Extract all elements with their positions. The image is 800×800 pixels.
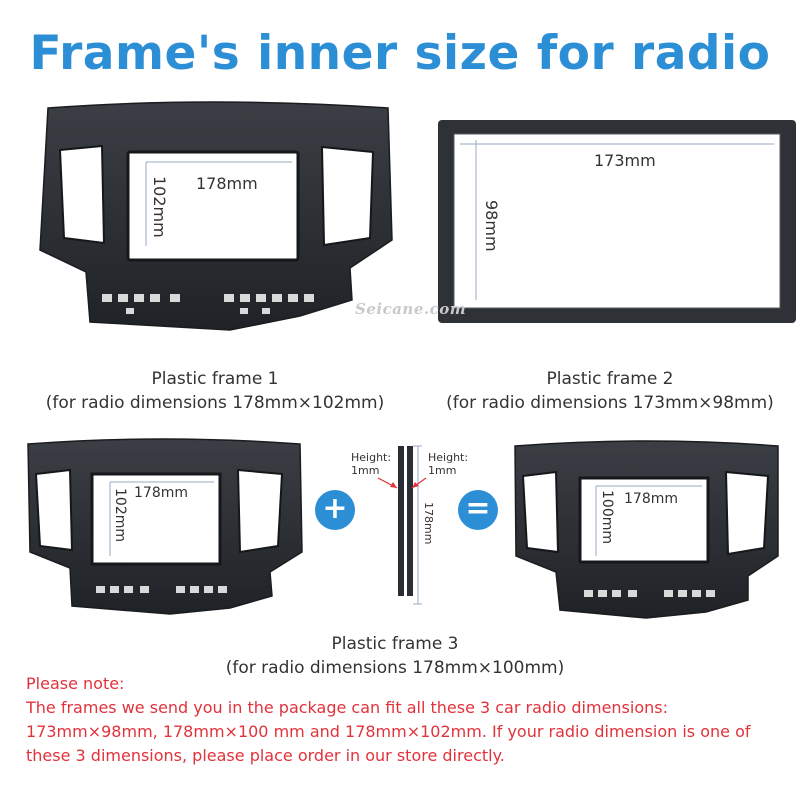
equals-icon: = xyxy=(458,490,498,530)
frame-1-width-label: 178mm xyxy=(196,174,258,193)
please-note: Please note: The frames we send you in t… xyxy=(26,672,786,768)
page-title: Frame's inner size for radio xyxy=(29,26,771,81)
frame-3-caption-detail: (for radio dimensions 178mm×100mm) xyxy=(225,658,565,678)
frame-1-height-label: 102mm xyxy=(150,176,169,238)
strip-right-height-label: Height: xyxy=(428,451,468,464)
frame-2-width-label: 173mm xyxy=(594,151,656,170)
strip-right-height-value: 1mm xyxy=(428,464,456,477)
note-line-2: 173mm×98mm, 178mm×100 mm and 178mm×102mm… xyxy=(26,722,751,741)
frame-2-caption-detail: (for radio dimensions 173mm×98mm) xyxy=(446,393,774,413)
strip-left-height-label: Height: xyxy=(351,451,391,464)
frame-2-caption: Plastic frame 2 (for radio dimensions 17… xyxy=(420,367,800,415)
note-heading: Please note: xyxy=(26,674,125,693)
frame-3-caption: Plastic frame 3 (for radio dimensions 17… xyxy=(190,632,600,680)
frame-3-result-width-label: 178mm xyxy=(624,491,678,507)
strip-left-height-value: 1mm xyxy=(351,464,379,477)
note-line-1: The frames we send you in the package ca… xyxy=(26,698,668,717)
strip-length-label: 178mm xyxy=(422,502,435,544)
frame-2-caption-title: Plastic frame 2 xyxy=(546,369,674,389)
frame-2-height-label: 98mm xyxy=(482,200,501,252)
frame-1-caption-detail: (for radio dimensions 178mm×102mm) xyxy=(45,393,385,413)
frame-3-result-height-label: 100mm xyxy=(599,490,615,544)
frame-1-caption-title: Plastic frame 1 xyxy=(151,369,279,389)
frame-3-caption-title: Plastic frame 3 xyxy=(331,634,459,654)
watermark: Seicane.com xyxy=(355,300,467,318)
frame-3-left-width-label: 178mm xyxy=(134,485,188,501)
frame-1-caption: Plastic frame 1 (for radio dimensions 17… xyxy=(20,367,410,415)
plus-icon: + xyxy=(315,490,355,530)
note-line-3: these 3 dimensions, please place order i… xyxy=(26,746,505,765)
frame-3-left-height-label: 102mm xyxy=(112,488,128,542)
